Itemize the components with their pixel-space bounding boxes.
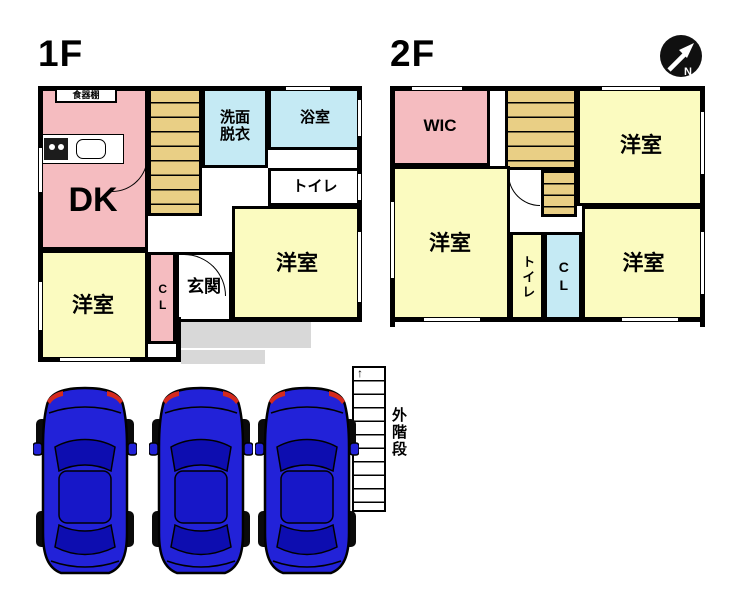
car (33, 386, 137, 575)
room-closet-1f: CL (148, 252, 176, 344)
wall-segment (232, 317, 362, 322)
outside-staircase-label: 外階段 (390, 407, 407, 458)
stove-icon (44, 138, 68, 160)
room-closet-2f: CL (544, 232, 582, 322)
room-western-1f-left: 洋室 (38, 250, 148, 362)
wall-segment (390, 86, 705, 91)
staircase-2f (505, 86, 577, 170)
room-western-1f-right: 洋室 (232, 206, 362, 322)
window (357, 100, 362, 136)
room-western-1f-right-label: 洋室 (276, 252, 318, 276)
room-western-2f-top-right: 洋室 (577, 86, 705, 206)
window (38, 148, 43, 192)
room-wic: WIC (390, 86, 490, 166)
wall-segment (38, 86, 43, 362)
kitchen-sink-icon (76, 139, 106, 159)
cupboard-label: 食器棚 (72, 90, 100, 101)
window (412, 86, 462, 91)
wall-segment (357, 86, 362, 322)
room-wic-label: WIC (423, 116, 457, 136)
room-closet-1f-label: CL (155, 282, 170, 314)
staircase-1f (148, 86, 202, 216)
room-toilet-1f-label: トイレ (292, 177, 338, 195)
room-toilet-2f-label: トイレ (520, 254, 536, 300)
window (390, 202, 395, 278)
window (357, 232, 362, 302)
window (700, 232, 705, 294)
wall-segment (38, 86, 362, 91)
room-western-1f-left-label: 洋室 (72, 294, 114, 318)
stair-direction-arrow-icon: ↑ (357, 366, 363, 380)
room-washroom-label: 洗面 脱衣 (219, 109, 250, 143)
room-toilet-1f: トイレ (268, 168, 362, 206)
room-western-2f-bottom-right: 洋室 (582, 206, 705, 322)
stove-burner-icon (49, 144, 55, 150)
entrance-porch (181, 322, 311, 348)
compass-icon: N (660, 35, 702, 78)
compass-arrowhead-icon (679, 43, 694, 58)
window (424, 317, 480, 322)
window (60, 357, 130, 362)
wall-segment (176, 317, 181, 362)
door-swing-icon (508, 174, 540, 206)
room-western-2f-left-label: 洋室 (429, 232, 471, 256)
room-dk-label: DK (68, 180, 118, 219)
room-western-2f-bottom-right-label: 洋室 (622, 252, 665, 276)
window (602, 86, 660, 91)
room-western-2f-left: 洋室 (390, 166, 510, 322)
compass-needle (667, 52, 687, 72)
floor1-title: 1F (38, 33, 84, 74)
compass-north-label: N (684, 66, 692, 78)
car (149, 386, 253, 575)
entrance-porch-step (181, 348, 265, 364)
outside-staircase (352, 366, 386, 512)
stove-burner-icon (58, 144, 64, 150)
wall-segment (700, 86, 705, 327)
staircase-2f-lower (541, 170, 577, 217)
room-washroom: 洗面 脱衣 (202, 86, 268, 168)
window (38, 282, 43, 330)
window (357, 174, 362, 200)
room-bath: 浴室 (268, 86, 362, 150)
room-bath-label: 浴室 (299, 108, 330, 126)
floor2-title: 2F (390, 33, 436, 74)
window (286, 86, 330, 91)
room-closet-2f-label: CL (555, 259, 572, 295)
window (622, 317, 678, 322)
wall-segment (390, 317, 705, 322)
cupboard-box: 食器棚 (55, 88, 117, 103)
window (700, 112, 705, 174)
room-toilet-2f: トイレ (510, 232, 544, 322)
car (255, 386, 359, 575)
room-western-2f-top-right-label: 洋室 (620, 134, 662, 158)
